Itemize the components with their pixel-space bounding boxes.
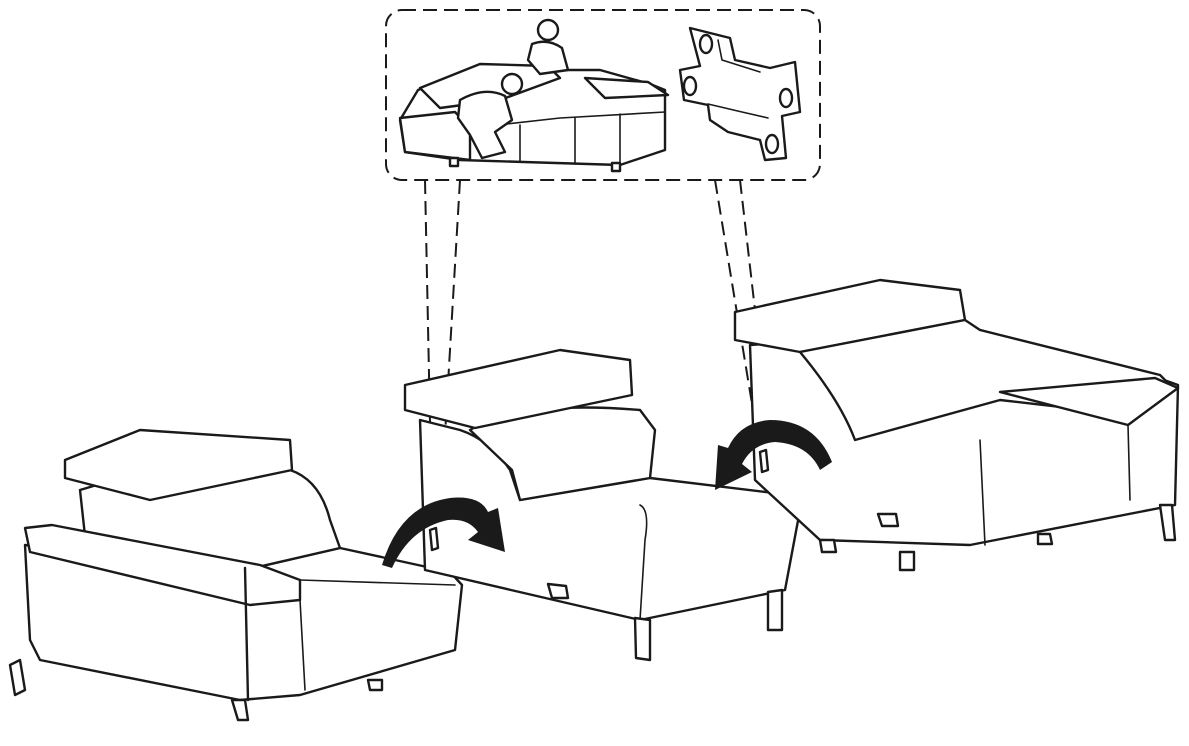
left-armrest-module bbox=[10, 430, 462, 720]
inset-callout bbox=[386, 10, 820, 180]
connector-bracket-illustration bbox=[680, 28, 800, 160]
right-chaise-module bbox=[735, 280, 1178, 570]
inset-sofa-illustration bbox=[400, 20, 668, 171]
